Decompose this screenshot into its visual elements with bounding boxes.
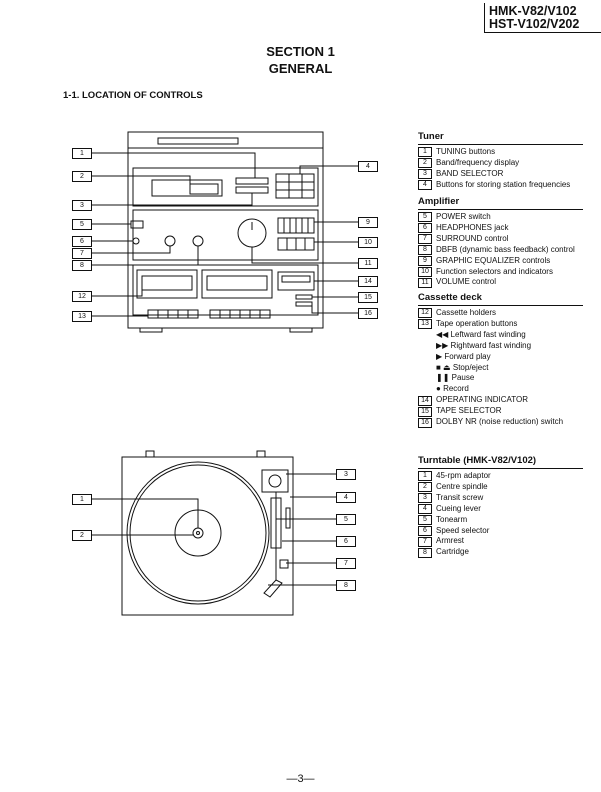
turntable-callout-8: 8 (336, 580, 356, 591)
fast-forward-icon: ▶▶ (436, 340, 449, 350)
turntable-callout-6: 6 (336, 536, 356, 547)
stereo-callout-10: 10 (358, 237, 378, 248)
stereo-callout-8: 8 (72, 260, 92, 271)
record-icon: ● (436, 384, 441, 394)
rewind-item: ◀◀ Leftward fast winding (436, 329, 526, 339)
turntable-callout-5: 5 (336, 514, 356, 525)
stereo-callout-13: 13 (72, 311, 92, 322)
turntable-callout-1: 1 (72, 494, 92, 505)
stereo-callout-15: 15 (358, 292, 378, 303)
subheading: 1-1. LOCATION OF CONTROLS (63, 90, 203, 101)
stereo-callout-14: 14 (358, 276, 378, 287)
stereo-callout-9: 9 (358, 217, 378, 228)
stereo-callout-16: 16 (358, 308, 378, 319)
stereo-callout-1: 1 (72, 148, 92, 159)
turntable-title: Turntable (HMK-V82/V102) (418, 455, 583, 469)
section-number: SECTION 1 (266, 44, 335, 59)
stereo-callout-2: 2 (72, 171, 92, 182)
turntable-callout-4: 4 (336, 492, 356, 503)
turntable-callout-2: 2 (72, 530, 92, 541)
amplifier-title: Amplifier (418, 196, 583, 210)
turntable-callout-3: 3 (336, 469, 356, 480)
stop-eject-icon: ■ ⏏ (436, 362, 451, 372)
stop-eject-item: ■ ⏏ Stop/eject (436, 362, 489, 372)
stereo-callout-6: 6 (72, 236, 92, 247)
stereo-callout-3: 3 (72, 200, 92, 211)
cassette-title: Cassette deck (418, 292, 583, 306)
model-number: HMK-V82/V102 HST-V102/V202 (484, 3, 601, 33)
rewind-icon: ◀◀ (436, 329, 449, 339)
pause-icon: ❚❚ (436, 373, 450, 383)
model-line-2: HST-V102/V202 (489, 17, 580, 31)
fast-forward-item: ▶▶ Rightward fast winding (436, 340, 532, 350)
pause-item: ❚❚ Pause (436, 373, 475, 383)
page-number: —3— (286, 773, 315, 785)
section-title: GENERAL (268, 61, 333, 76)
stereo-callout-12: 12 (72, 291, 92, 302)
tuner-title: Tuner (418, 131, 583, 145)
stereo-callout-4: 4 (358, 161, 378, 172)
record-item: ● Record (436, 384, 469, 394)
play-icon: ▶ (436, 351, 443, 361)
model-line-1: HMK-V82/V102 (489, 4, 577, 18)
stereo-callout-7: 7 (72, 248, 92, 259)
stereo-callout-11: 11 (358, 258, 378, 269)
turntable-callout-7: 7 (336, 558, 356, 569)
play-item: ▶ Forward play (436, 351, 491, 361)
stereo-callout-5: 5 (72, 219, 92, 230)
